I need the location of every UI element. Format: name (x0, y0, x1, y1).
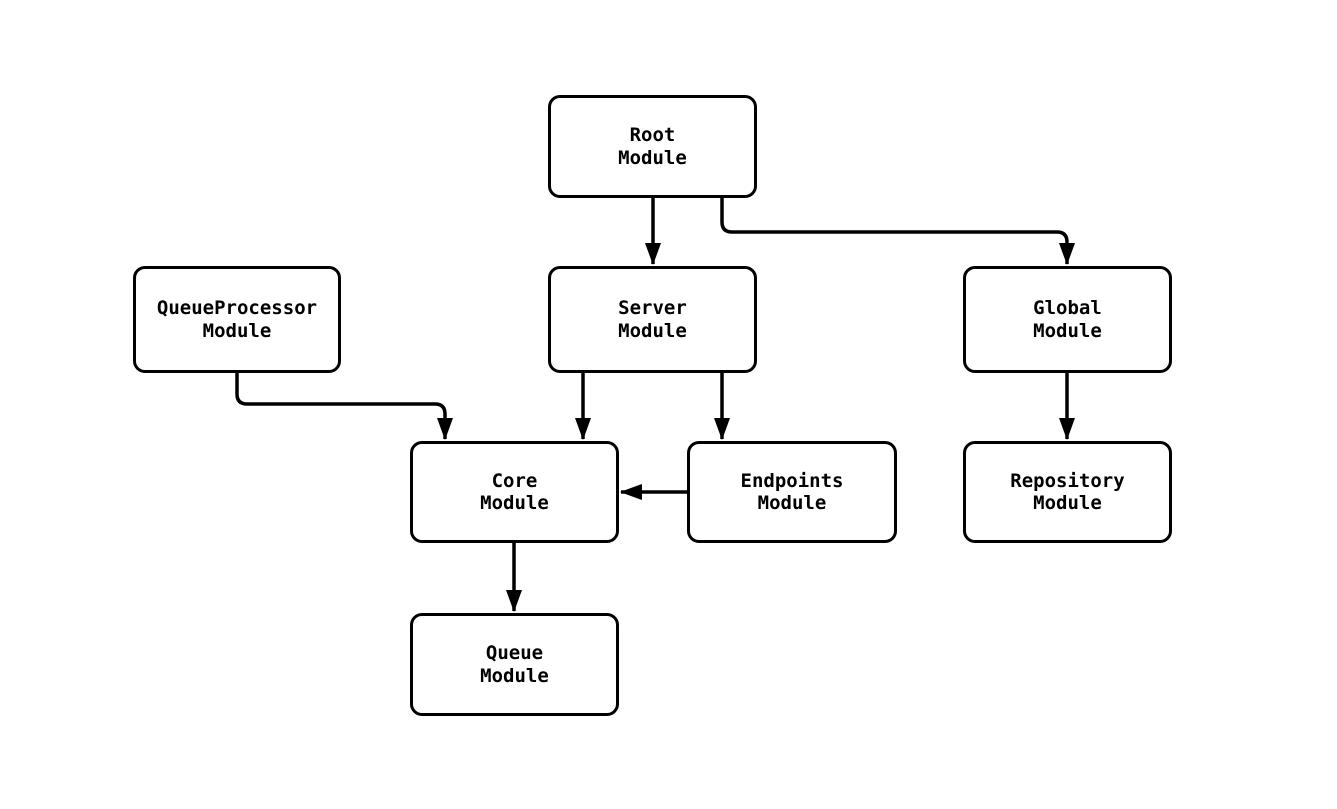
edge-root-to-global (720, 198, 1075, 265)
node-global-module: Global Module (963, 266, 1172, 373)
node-queueprocessor-module: QueueProcessor Module (133, 266, 341, 373)
edge-queueprocessor-to-core (235, 373, 453, 440)
node-server-module: Server Module (548, 266, 757, 373)
node-root-module: Root Module (548, 95, 757, 198)
node-core-module: Core Module (410, 441, 619, 543)
node-repository-module: Repository Module (963, 441, 1172, 543)
node-queue-module: Queue Module (410, 613, 619, 716)
node-endpoints-module: Endpoints Module (687, 441, 897, 543)
